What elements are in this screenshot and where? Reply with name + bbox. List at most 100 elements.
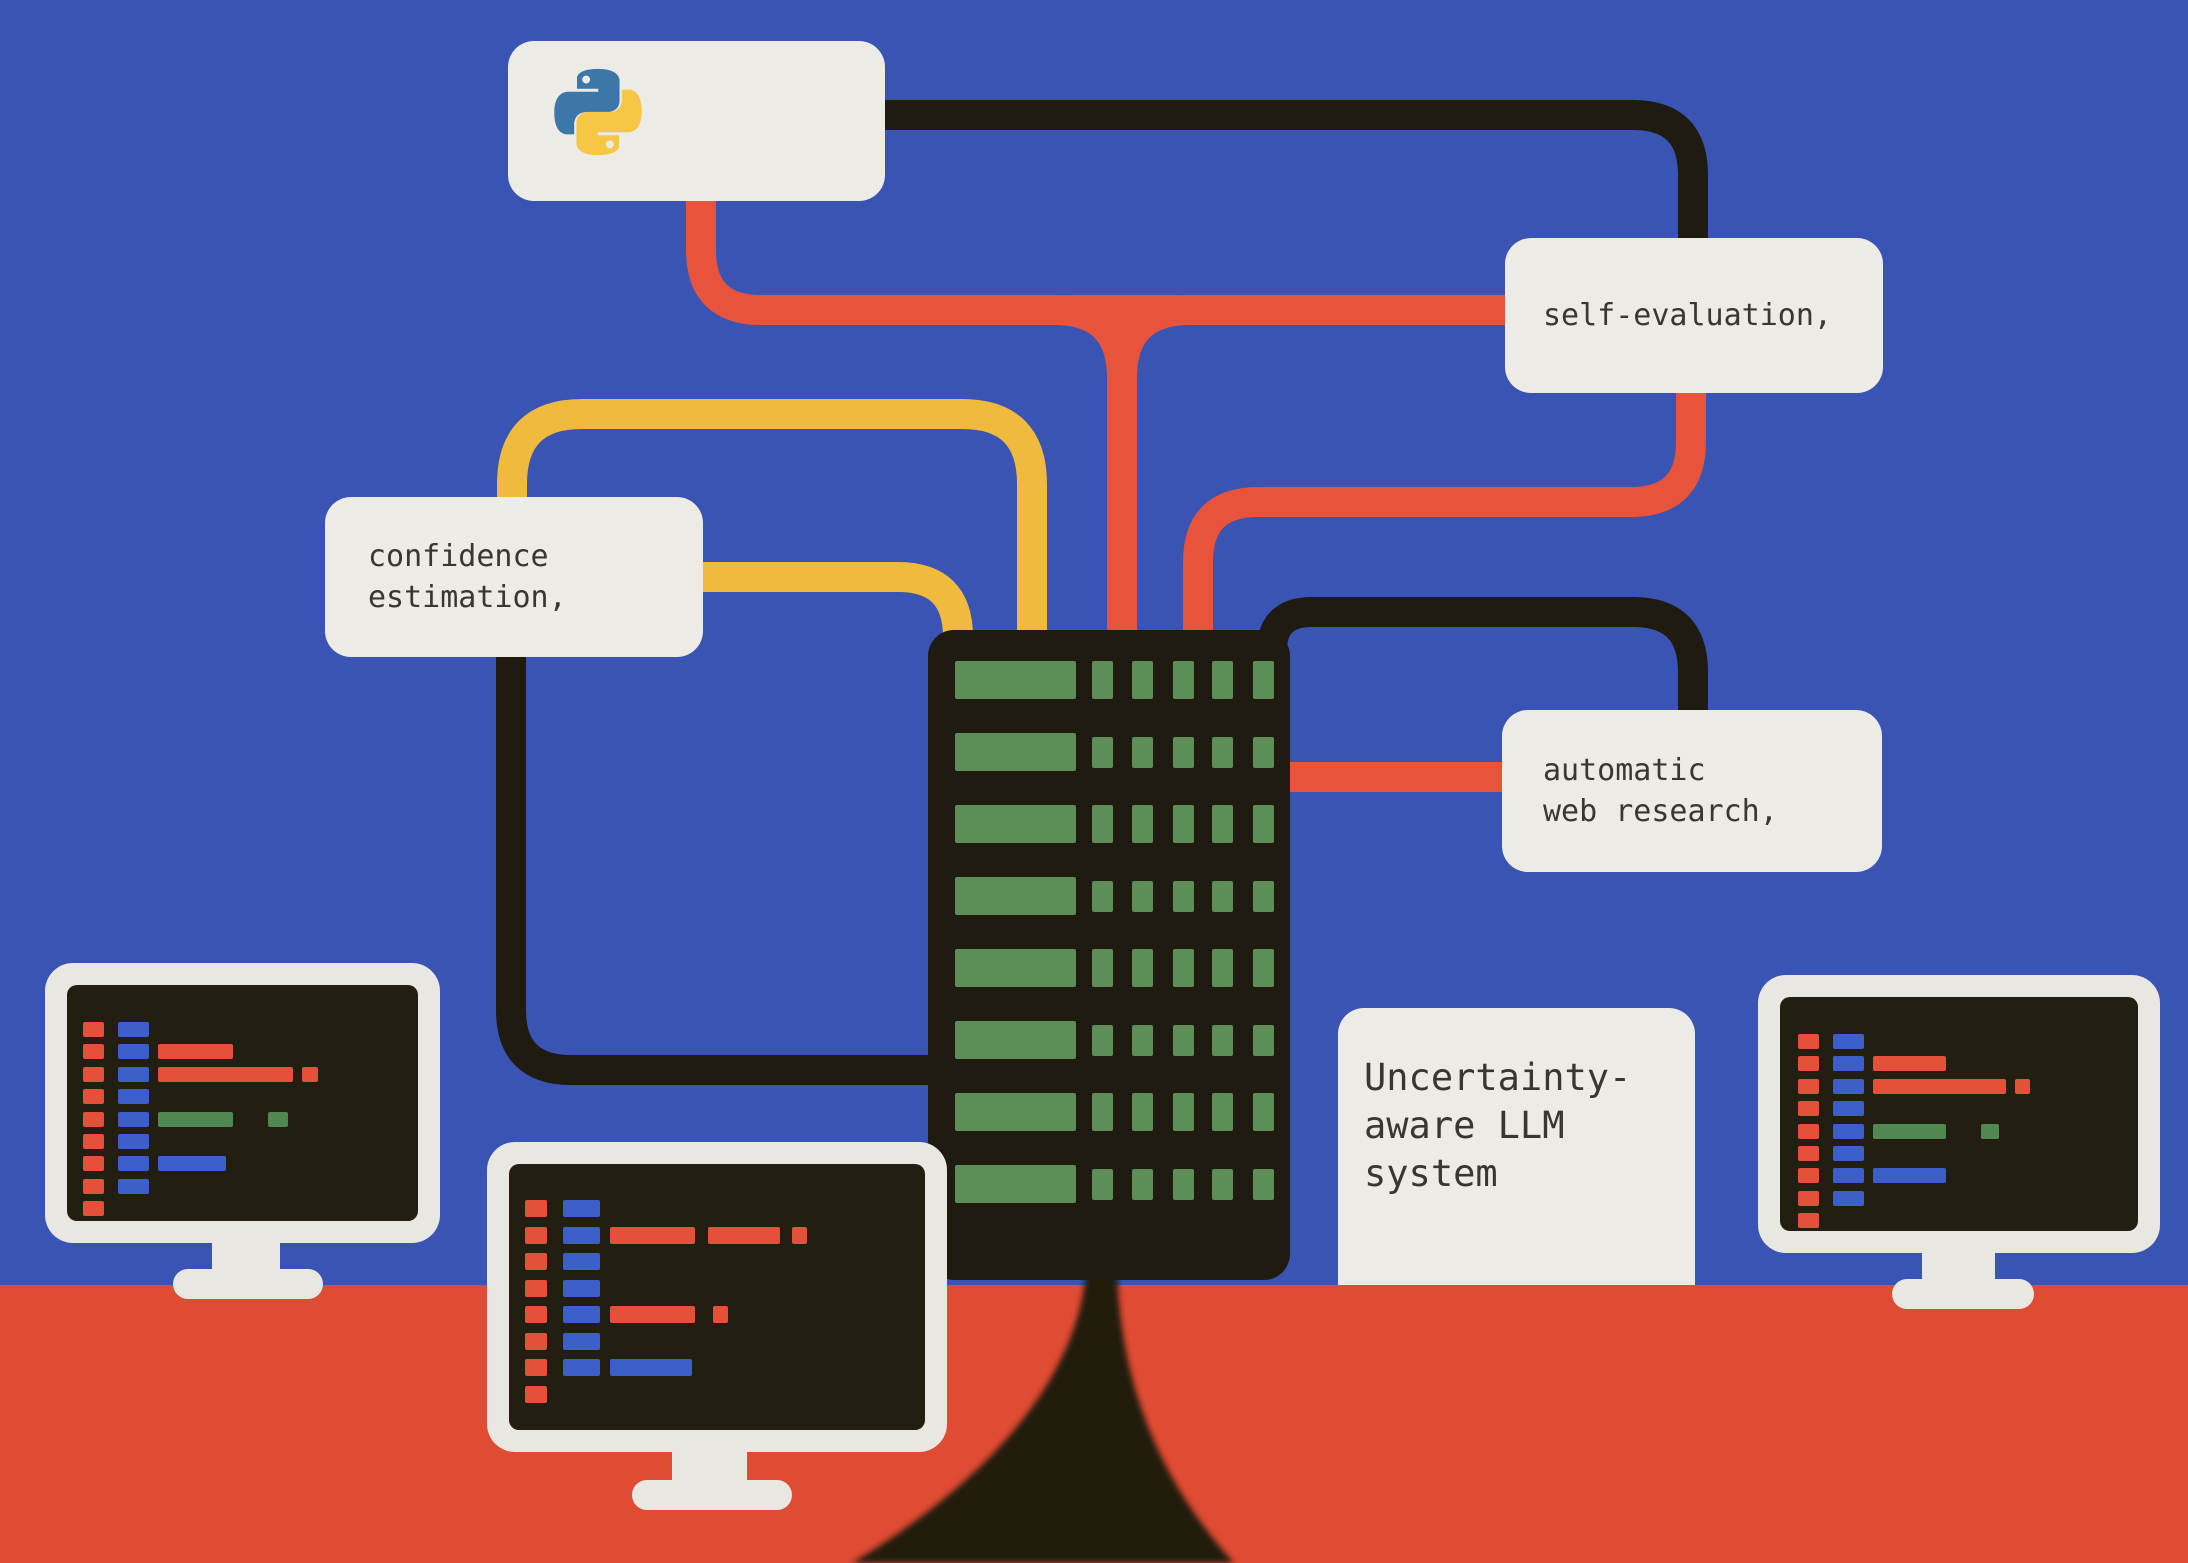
code-line [525,1332,600,1350]
monitor-right-stand-base [1892,1279,2034,1309]
server-row-cell [1253,881,1274,912]
code-token [118,1134,149,1149]
server-row-bar [955,949,1076,987]
server-row-cell [1212,1025,1233,1056]
server-row-cell [1212,949,1233,987]
monitor-center [487,1142,947,1512]
server-row-cell [1212,1093,1233,1131]
server-row-cell [1253,1025,1274,1056]
code-line [1798,1034,1864,1049]
server-row [928,1165,1290,1203]
code-line [525,1226,807,1244]
code-token [118,1089,149,1105]
code-token [1798,1123,1819,1139]
server-row-cell [1173,737,1194,768]
server-row [928,805,1290,843]
server-row-cell [1092,949,1113,987]
code-token [2015,1078,2030,1094]
confidence-label-line1: confidence [368,539,549,574]
code-token [563,1279,600,1297]
code-token [83,1134,104,1149]
server-row-cell [1212,661,1233,699]
server-row-cell [1092,881,1113,912]
code-token [610,1359,692,1376]
code-token [83,1201,104,1217]
server-row-cell [1132,881,1153,912]
server-row-cell [1253,661,1274,699]
code-token [158,1156,226,1172]
server-row-cell [1253,1093,1274,1131]
uncertainty-system-node: Uncertainty- aware LLM system [1338,1008,1695,1285]
server-row-cell [1173,661,1194,699]
code-token [1873,1168,1946,1184]
code-token [1873,1056,1946,1072]
server-row-cell [1132,949,1153,987]
server-row-cell [1173,949,1194,987]
code-line [83,1089,149,1105]
code-token [1873,1123,1946,1139]
code-line [525,1200,600,1217]
monitor-center-stand-base [632,1480,792,1510]
code-token [158,1066,293,1082]
code-token [1833,1101,1864,1117]
server-row-cell [1132,1093,1153,1131]
code-token [118,1022,149,1037]
server-row-bar [955,661,1076,699]
code-token [525,1253,547,1270]
server-root-shadow [852,1268,1234,1563]
server-row-bar [955,1165,1076,1203]
code-token [610,1226,695,1244]
code-line [1798,1078,2030,1094]
self-evaluation-label: self-evaluation, [1543,298,1832,333]
code-token [83,1178,104,1194]
code-token [713,1306,728,1323]
monitor-left [45,963,440,1303]
code-line [83,1201,104,1217]
code-token [118,1044,149,1060]
code-token [1873,1078,2006,1094]
code-token [1798,1101,1819,1117]
code-token [83,1044,104,1060]
server-row-cell [1212,881,1233,912]
code-token [118,1156,149,1172]
server-row-cell [1173,1093,1194,1131]
confidence-label-line2: estimation, [368,580,567,615]
monitor-left-stand-base [173,1269,323,1299]
server-row-bar [955,1021,1076,1059]
code-line [1798,1190,1864,1206]
self-evaluation-node: self-evaluation, [1505,238,1883,393]
server-row-cell [1173,805,1194,843]
code-token [1981,1123,1999,1139]
cable-python-to-selfeval-red [686,200,1507,325]
server-row [928,949,1290,987]
server-row-cell [1173,1025,1194,1056]
code-line [1798,1123,1999,1139]
server-row-cell [1173,1169,1194,1200]
code-token [83,1111,104,1127]
code-line [83,1134,149,1149]
code-token [563,1332,600,1350]
confidence-estimation-node: confidence estimation, [325,497,703,657]
uncertainty-label-line1: Uncertainty- [1364,1056,1632,1099]
server-row-cell [1092,661,1113,699]
code-token [118,1066,149,1082]
server-row-cell [1092,1169,1113,1200]
server-row-cell [1092,737,1113,768]
cable-server-to-webresearch [1257,597,1708,712]
code-token [1833,1034,1864,1049]
server-row [928,661,1290,699]
server-row-cell [1092,805,1113,843]
code-line [525,1385,547,1403]
python-logo-icon [554,68,642,156]
uncertainty-label-line3: system [1364,1152,1498,1195]
server-row-bar [955,877,1076,915]
code-token [525,1200,547,1217]
server-row-cell [1092,1025,1113,1056]
monitor-right [1758,975,2160,1311]
code-line [83,1156,226,1172]
code-token [83,1022,104,1037]
code-line [525,1359,692,1376]
code-token [158,1044,233,1060]
